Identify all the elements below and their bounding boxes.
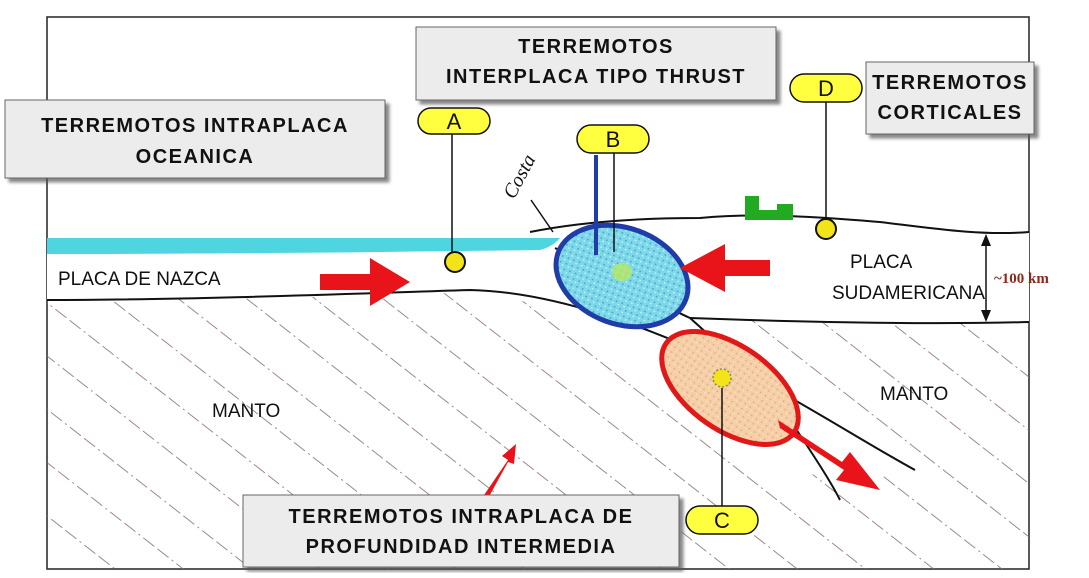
intraplaca-profundidad-box <box>242 494 680 568</box>
continent-base-line <box>689 317 1030 325</box>
intraplaca-profundidad-line1: TERREMOTOS INTRAPLACA DE <box>289 506 634 528</box>
tag-b-label: B <box>606 127 621 152</box>
ocean <box>47 238 560 254</box>
nazca-motion-arrow <box>320 258 410 306</box>
mantle-label-right: MANTO <box>880 384 948 405</box>
south-american-plate-label-2: SUDAMERICANA <box>832 283 985 304</box>
small-arrow-up <box>482 444 516 502</box>
nazca-plate-label: PLACA DE NAZCA <box>58 269 221 290</box>
building-icon <box>745 196 793 220</box>
interplaca-thrust-line1: TERREMOTOS <box>518 36 674 58</box>
tag-c <box>685 505 759 535</box>
mantle-label-left: MANTO <box>212 401 280 422</box>
tag-d <box>789 73 863 103</box>
focus-d <box>815 218 837 240</box>
thrust-focus <box>612 263 632 281</box>
focus-a <box>444 251 466 273</box>
corticales-line2: CORTICALES <box>878 102 1023 124</box>
corticales-line1: TERREMOTOS <box>872 72 1028 94</box>
tag-a <box>417 107 491 135</box>
slab-descent-arrow <box>778 420 880 490</box>
nazca-bottom-line <box>46 288 916 471</box>
south-american-plate-label-1: PLACA <box>850 252 913 273</box>
interplaca-thrust-box <box>415 26 777 101</box>
intraplaca-oceanica-line1: TERREMOTOS INTRAPLACA <box>41 115 349 137</box>
tag-d-label: D <box>818 76 834 101</box>
intraplaca-profundidad-line2: PROFUNDIDAD INTERMEDIA <box>306 536 617 558</box>
tag-a-label: A <box>447 109 462 134</box>
mantle-area-right <box>690 318 1029 470</box>
thickness-marker <box>981 234 991 322</box>
corticales-box <box>865 61 1035 135</box>
tag-b <box>576 124 650 154</box>
intraplaca-oceanica-box <box>4 99 386 179</box>
interplaca-thrust-line2: INTERPLACA TIPO THRUST <box>446 66 746 88</box>
intraplaca-oceanica-line2: OCEANICA <box>136 146 255 168</box>
continent-motion-arrow <box>680 244 770 292</box>
tag-c-label: C <box>714 508 730 533</box>
thickness-label: ~100 km <box>994 271 1049 287</box>
intermediate-focus <box>712 368 732 388</box>
